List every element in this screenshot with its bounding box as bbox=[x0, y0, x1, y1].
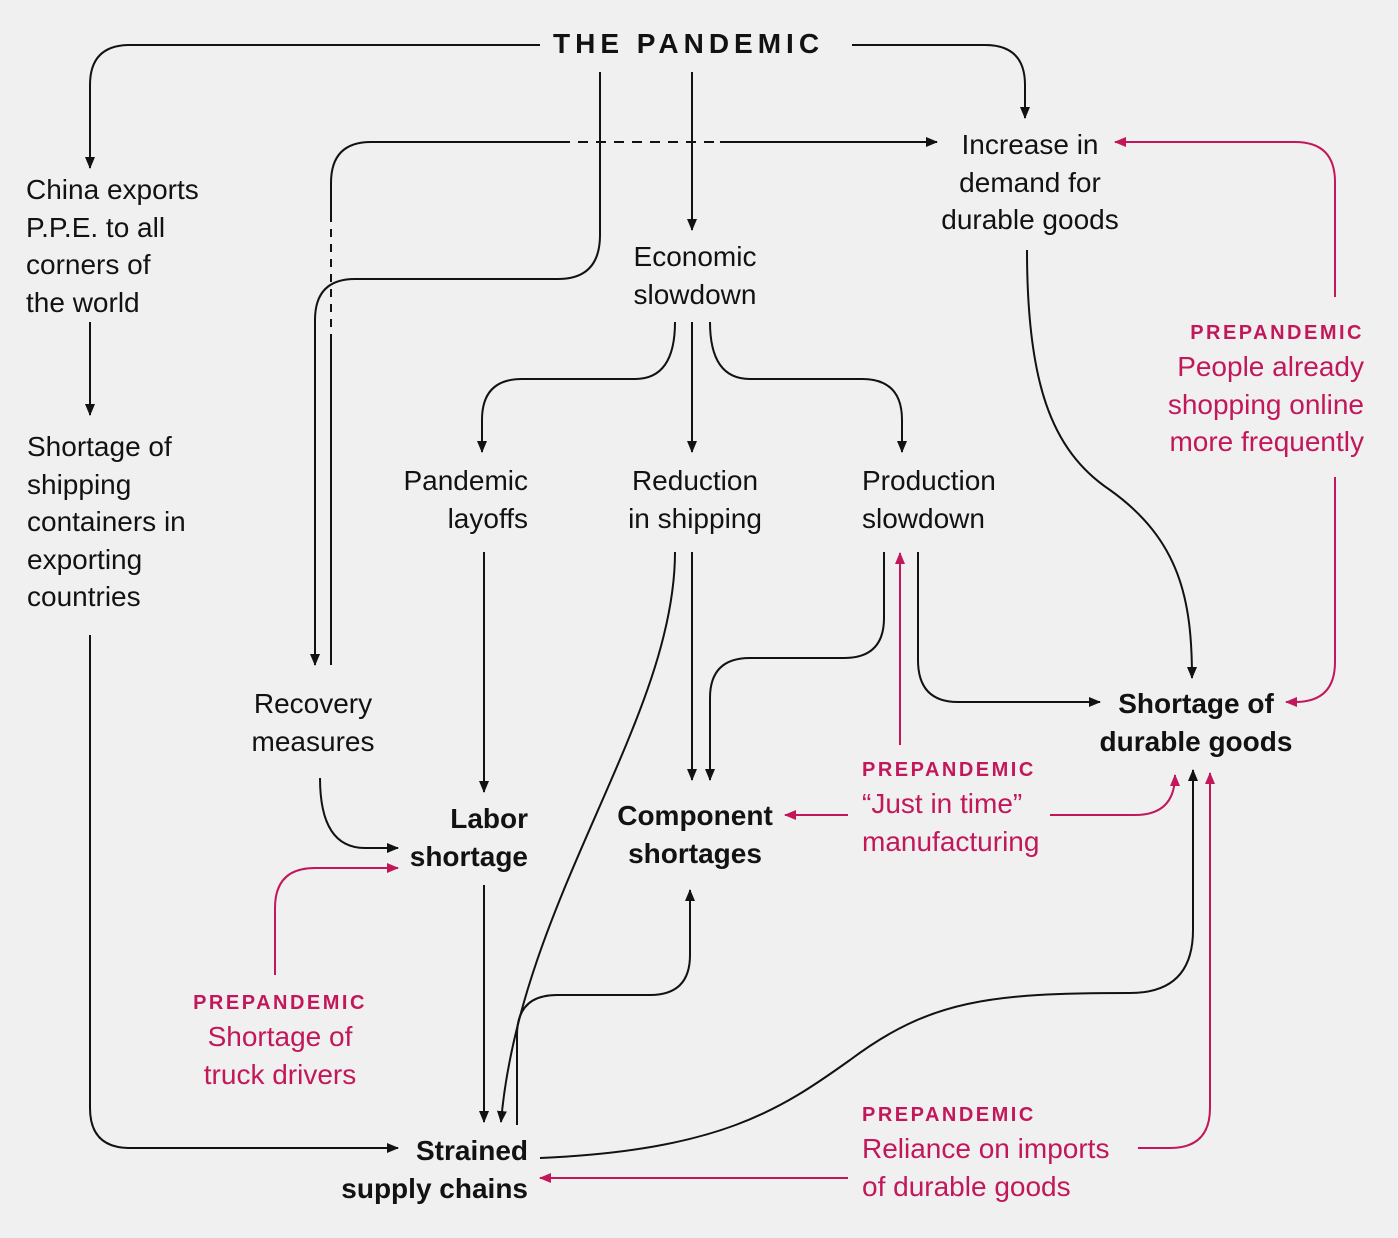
node-component-line-2: shortages bbox=[628, 837, 762, 869]
node-pandemic-layoffs: Pandemic layoffs bbox=[380, 462, 528, 537]
edge-production-to-component bbox=[705, 552, 885, 781]
edge-containers-to-strained bbox=[89, 635, 399, 1153]
prepandemic-imports-line-1: Reliance on imports bbox=[862, 1133, 1110, 1164]
edge-pandemic-to-recovery bbox=[310, 72, 601, 666]
edge-economic-to-production bbox=[709, 321, 907, 453]
node-china-line-2: P.P.E. to all bbox=[26, 211, 166, 243]
node-containers-line-1: Shortage of bbox=[27, 431, 172, 462]
edge-recovery-to-labor bbox=[319, 777, 399, 853]
edge-demand-to-durable bbox=[1026, 249, 1197, 679]
node-reduction-line-1: Reduction bbox=[631, 465, 759, 496]
node-layoffs-line-1: Pandemic bbox=[403, 465, 528, 496]
node-container-shortage: Shortage of shipping containers in expor… bbox=[27, 428, 186, 616]
node-containers-line-4: exporting bbox=[27, 543, 143, 575]
edge-production-to-durable bbox=[917, 552, 1101, 707]
node-reduction-in-shipping: Reduction in shipping bbox=[605, 462, 785, 537]
node-economic-slowdown: Economic slowdown bbox=[610, 238, 780, 313]
prepandemic-label: PREPANDEMIC bbox=[862, 759, 1036, 781]
edge-economic-to-layoffs bbox=[477, 321, 676, 453]
node-economic-line-1: Economic bbox=[633, 241, 757, 272]
node-china-line-4: the world bbox=[26, 286, 140, 318]
prepandemic-truck-line-1: Shortage of bbox=[207, 1021, 353, 1052]
node-recovery-measures: Recovery measures bbox=[228, 685, 398, 760]
edge-strained-to-component bbox=[516, 889, 695, 1125]
node-containers-line-5: countries bbox=[27, 581, 141, 612]
node-strained-line-2: supply chains bbox=[341, 1172, 528, 1204]
edge-jit-to-durable bbox=[1050, 774, 1180, 816]
node-labor-line-1: Labor bbox=[450, 803, 528, 834]
edge-truck-to-labor bbox=[274, 863, 399, 975]
edge-imports-to-durable bbox=[1138, 772, 1215, 1149]
node-labor-shortage: Labor shortage bbox=[380, 800, 528, 875]
node-reduction-line-2: in shipping bbox=[628, 502, 762, 534]
node-shortage-of-durable-goods: Shortage of durable goods bbox=[1086, 685, 1306, 760]
edge-strained-to-durable bbox=[539, 769, 1198, 1159]
prepandemic-shopping-online: PREPANDEMIC People already shopping onli… bbox=[1120, 318, 1364, 461]
edge-pandemic-to-china bbox=[85, 44, 540, 169]
prepandemic-label: PREPANDEMIC bbox=[1190, 322, 1364, 344]
node-layoffs-line-2: layoffs bbox=[447, 502, 528, 534]
edge-recovery-to-demand-upper bbox=[330, 141, 560, 222]
node-china-line-3: corners of bbox=[26, 249, 151, 280]
node-durable-line-2: durable goods bbox=[1099, 725, 1293, 757]
prepandemic-label: PREPANDEMIC bbox=[193, 992, 367, 1014]
prepandemic-truck-drivers: PREPANDEMIC Shortage of truck drivers bbox=[180, 988, 380, 1093]
node-production-slowdown: Production slowdown bbox=[862, 462, 996, 537]
node-strained-supply-chains: Strained supply chains bbox=[330, 1132, 528, 1207]
node-labor-line-2: shortage bbox=[409, 840, 528, 872]
node-demand-line-2: demand for bbox=[959, 166, 1101, 198]
node-china-line-1: China exports bbox=[26, 174, 199, 205]
node-demand-line-3: durable goods bbox=[941, 204, 1119, 235]
title-the-pandemic: THE PANDEMIC bbox=[553, 28, 825, 59]
node-recovery-line-2: measures bbox=[251, 725, 375, 757]
prepandemic-reliance-on-imports: PREPANDEMIC Reliance on imports of durab… bbox=[862, 1100, 1109, 1205]
prepandemic-online-line-3: more frequently bbox=[1169, 426, 1364, 457]
edge-pandemic-to-demand bbox=[852, 44, 1030, 119]
node-containers-line-2: shipping bbox=[27, 468, 132, 500]
node-component-shortages: Component shortages bbox=[600, 797, 790, 872]
node-production-line-2: slowdown bbox=[862, 502, 985, 534]
node-component-line-1: Component bbox=[617, 800, 773, 831]
prepandemic-online-line-2: shopping online bbox=[1167, 388, 1364, 420]
prepandemic-imports-line-2: of durable goods bbox=[862, 1170, 1071, 1202]
prepandemic-online-line-1: People already bbox=[1177, 351, 1364, 382]
node-china-exports-ppe: China exports P.P.E. to all corners of t… bbox=[26, 171, 199, 321]
node-recovery-line-1: Recovery bbox=[253, 688, 373, 719]
edge-online-to-demand bbox=[1114, 137, 1336, 297]
prepandemic-jit-line-1: “Just in time” bbox=[862, 788, 1023, 819]
prepandemic-truck-line-2: truck drivers bbox=[203, 1058, 357, 1090]
prepandemic-label: PREPANDEMIC bbox=[862, 1104, 1036, 1126]
node-strained-line-1: Strained bbox=[415, 1135, 528, 1166]
prepandemic-jit-line-2: manufacturing bbox=[862, 825, 1040, 857]
node-increase-in-demand: Increase in demand for durable goods bbox=[920, 126, 1140, 239]
node-containers-line-3: containers in bbox=[27, 506, 186, 537]
node-demand-line-1: Increase in bbox=[961, 129, 1099, 160]
prepandemic-just-in-time: PREPANDEMIC “Just in time” manufacturing bbox=[862, 755, 1039, 860]
node-economic-line-2: slowdown bbox=[633, 278, 757, 310]
node-durable-line-1: Shortage of bbox=[1118, 688, 1274, 719]
node-production-line-1: Production bbox=[862, 465, 996, 496]
edge-online-to-durable bbox=[1285, 477, 1336, 707]
